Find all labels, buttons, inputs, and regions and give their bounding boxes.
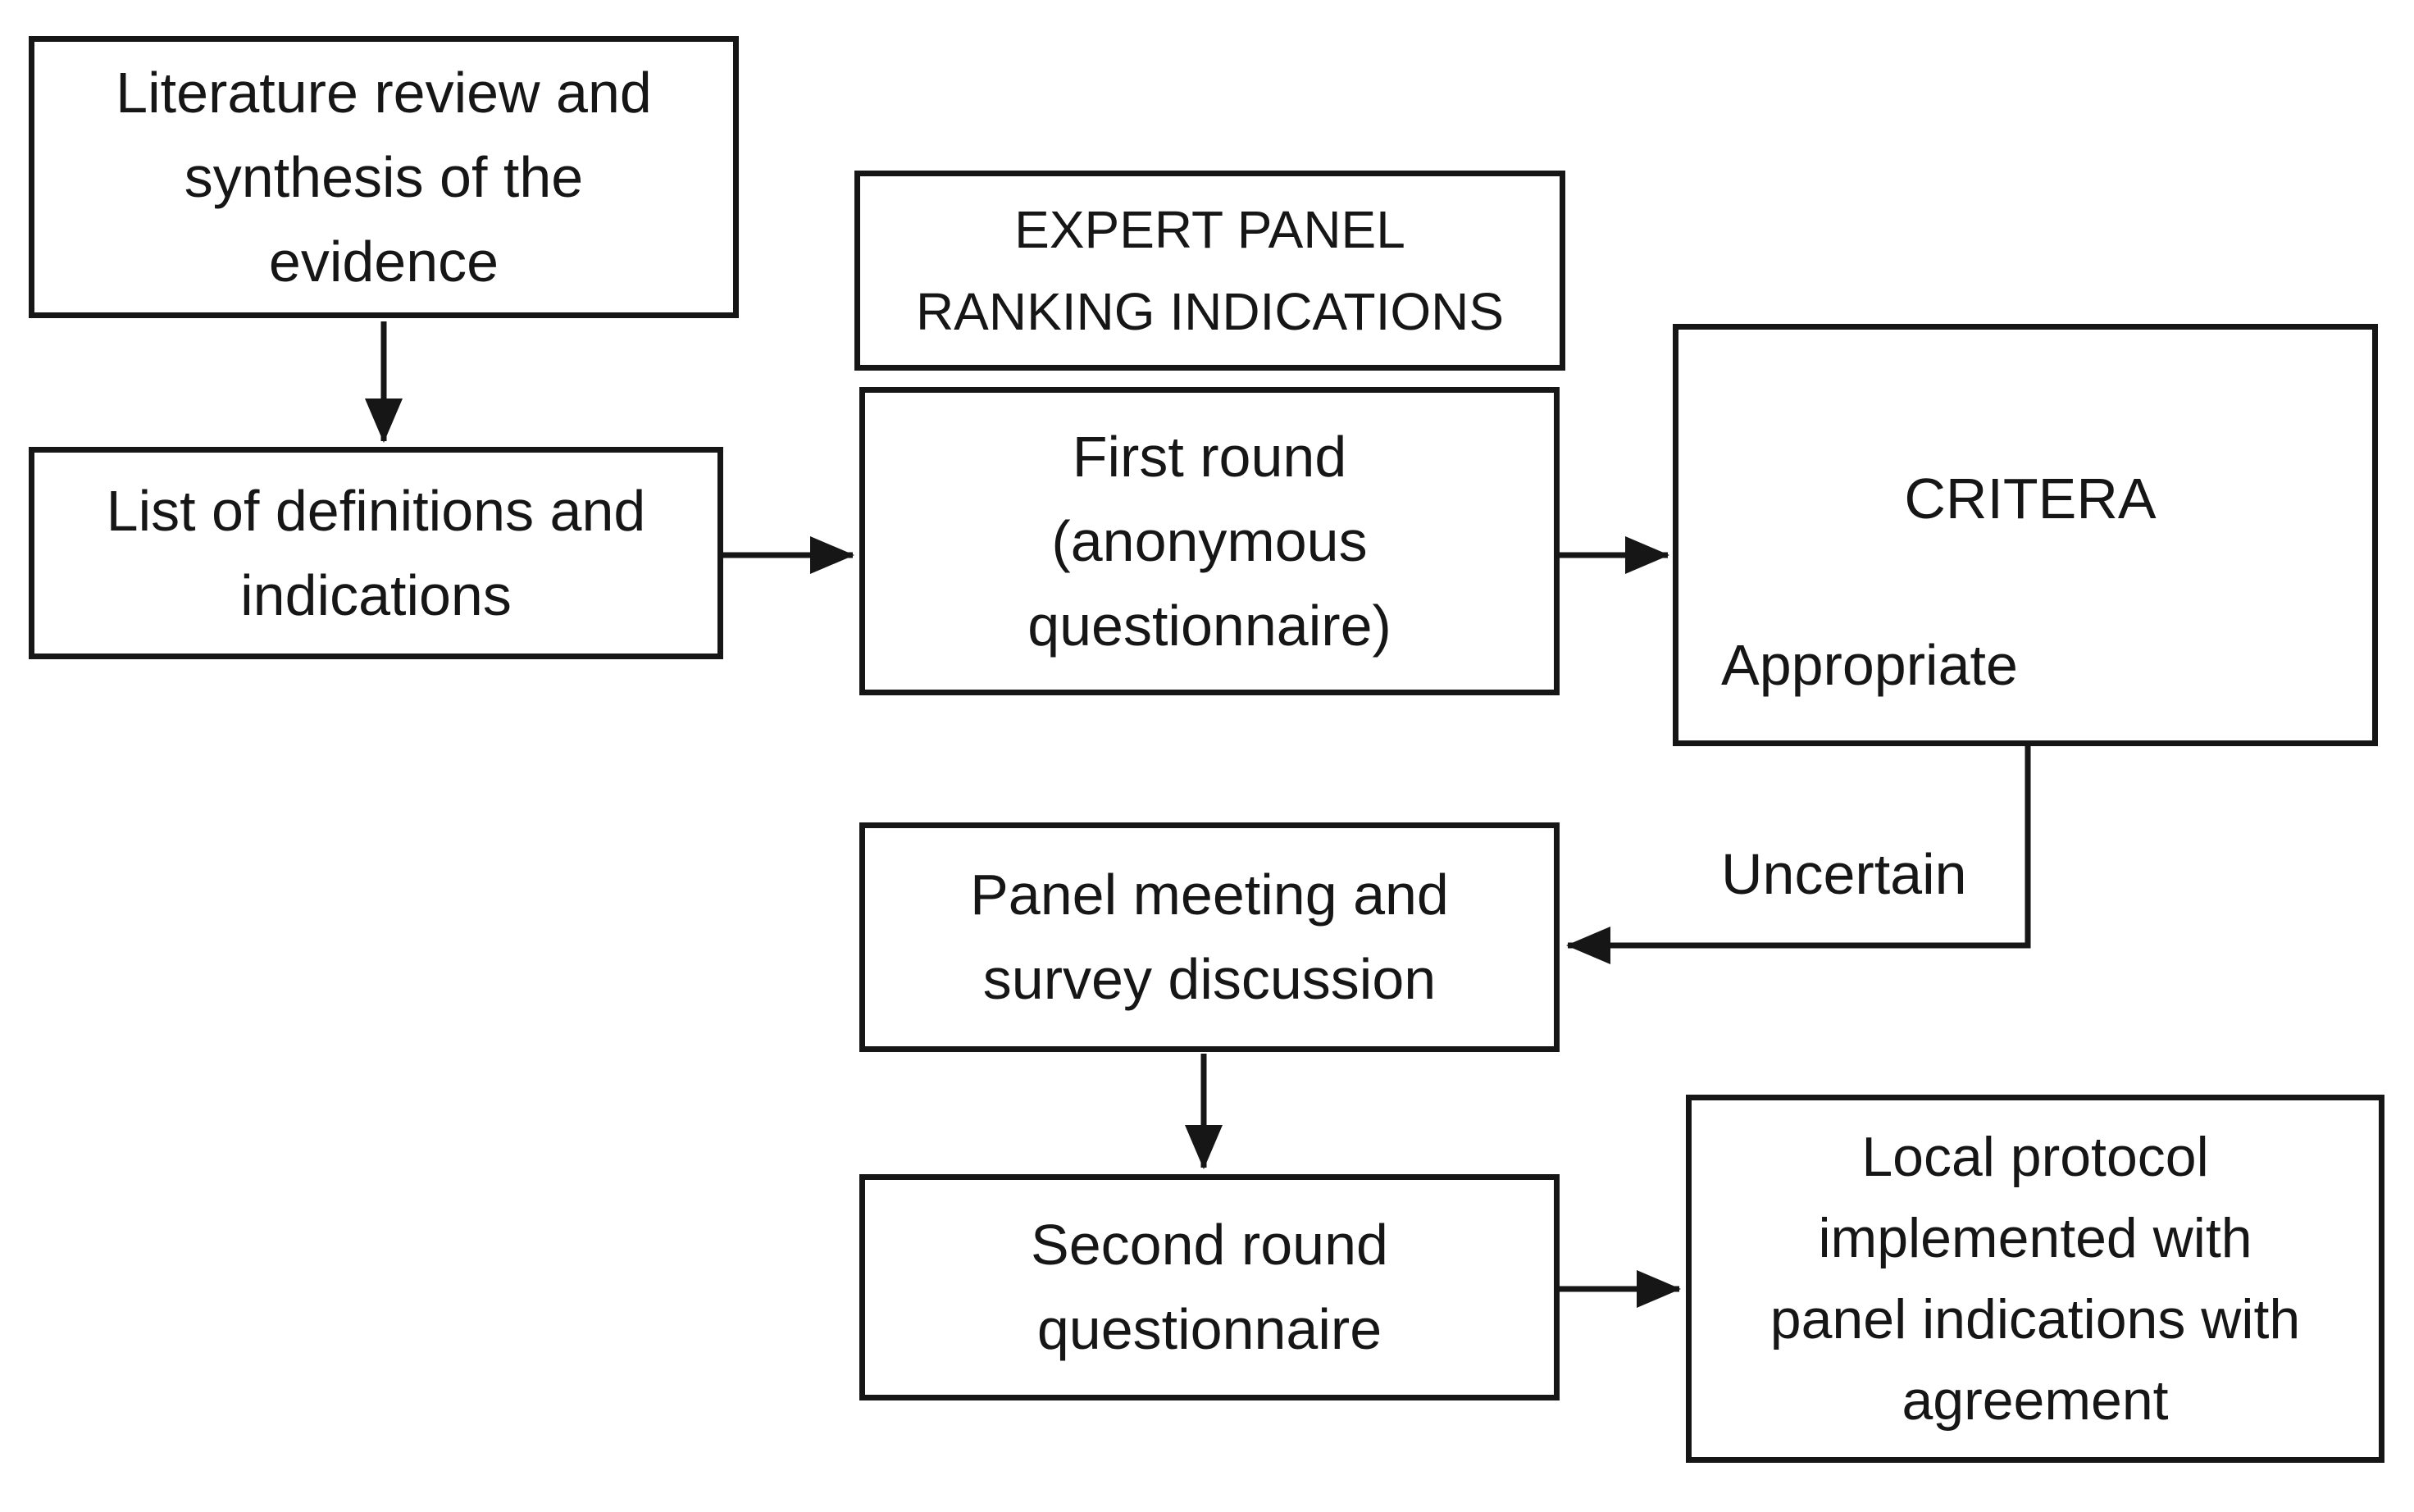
box-literature-review-label: Literature review and synthesis of the e… [116,60,652,294]
box-expert-panel-header-label: EXPERT PANEL RANKING INDICATIONS [915,200,1505,341]
criteria-title: CRITERA [1904,467,2157,531]
criteria-item-appropriate: Appropriate [1721,633,2018,697]
box-second-round: Second round questionnaire [859,1174,1560,1400]
box-literature-review: Literature review and synthesis of the e… [29,36,739,318]
box-first-round: First round (anonymous questionnaire) [859,387,1560,695]
box-criteria: CRITERA Appropriate Uncertain [1673,324,2378,906]
box-list-of-definitions-label: List of definitions and indications [106,478,646,627]
box-expert-panel-header: EXPERT PANEL RANKING INDICATIONS [854,171,1565,371]
criteria-item-uncertain: Uncertain [1721,842,1967,906]
box-list-of-definitions: List of definitions and indications [29,447,723,659]
box-local-protocol-label: Local protocol implemented with panel in… [1770,1125,2301,1432]
box-panel-meeting: Panel meeting and survey discussion [859,822,1560,1052]
box-second-round-label: Second round questionnaire [1031,1213,1388,1361]
box-local-protocol: Local protocol implemented with panel in… [1686,1095,2384,1463]
arrow-criteria-to-panel-meeting [1566,745,2031,964]
box-first-round-label: First round (anonymous questionnaire) [1027,424,1391,658]
box-panel-meeting-label: Panel meeting and survey discussion [970,863,1449,1011]
